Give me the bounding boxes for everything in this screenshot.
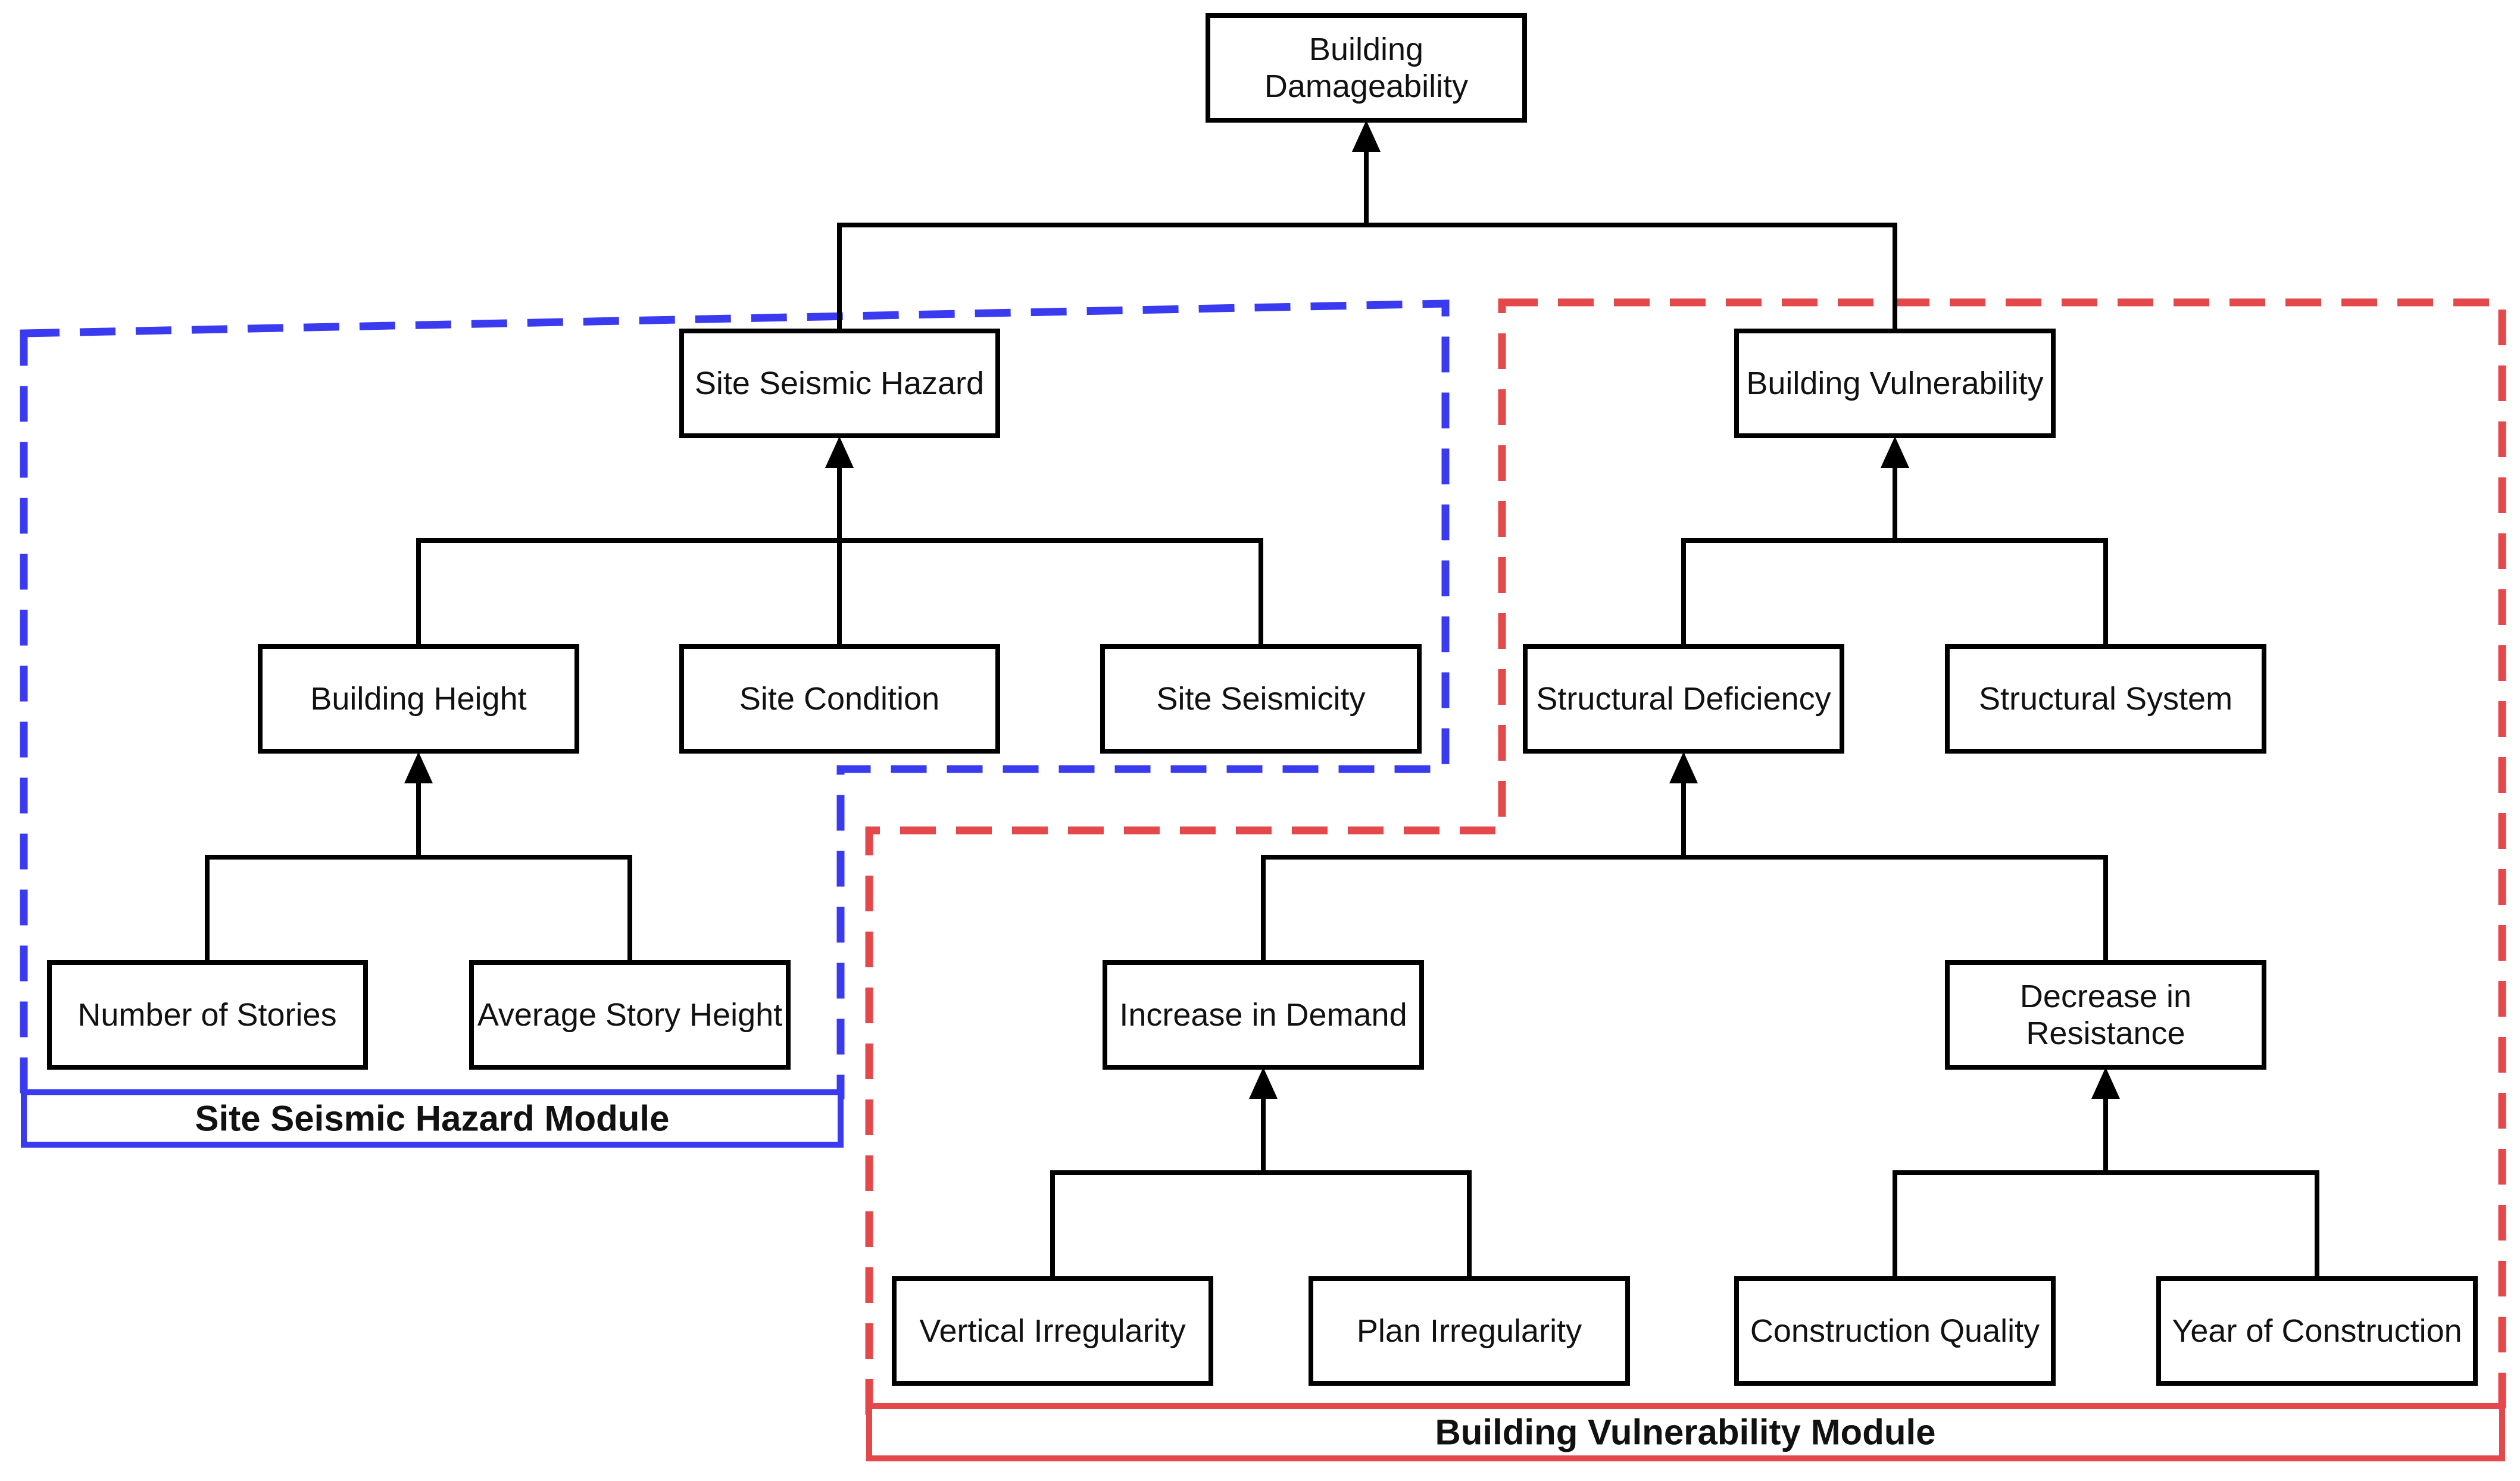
node-building-height-label: Building Height xyxy=(310,681,526,717)
node-site-seismic-hazard-label: Site Seismic Hazard xyxy=(695,365,984,401)
node-site-condition: Site Condition xyxy=(679,644,1000,754)
vulnerability-module-label: Building Vulnerability Module xyxy=(1435,1413,1935,1452)
hazard-module-label-frame xyxy=(21,1089,844,1148)
vulnerability-module-label-box: Building Vulnerability Module xyxy=(866,1403,2505,1461)
node-average-story-height: Average Story Height xyxy=(469,960,791,1070)
vulnerability-module-label-frame xyxy=(866,1403,2505,1461)
node-plan-irregularity: Plan Irregularity xyxy=(1309,1276,1630,1386)
arrow-head-building-vulnerability xyxy=(1881,436,1909,468)
node-number-of-stories-label: Number of Stories xyxy=(77,997,336,1033)
node-average-story-height-label: Average Story Height xyxy=(477,997,782,1033)
connector-to-site-seismic-hazard xyxy=(416,452,1263,646)
node-year-of-construction-label: Year of Construction xyxy=(2172,1313,2462,1349)
node-building-height: Building Height xyxy=(258,644,579,754)
node-site-seismic-hazard: Site Seismic Hazard xyxy=(679,329,1000,438)
hazard-module-dashed-border xyxy=(20,299,1450,1099)
hazard-module-label: Site Seismic Hazard Module xyxy=(195,1099,670,1139)
arrow-head-structural-deficiency xyxy=(1669,752,1698,783)
arrow-head-increase-in-demand xyxy=(1249,1067,1278,1099)
node-vertical-irregularity: Vertical Irregularity xyxy=(892,1276,1213,1386)
connector-to-decrease-in-resistance xyxy=(1893,1083,2319,1279)
arrow-head-building-height xyxy=(404,752,433,783)
arrow-head-decrease-in-resistance xyxy=(2091,1067,2120,1099)
hazard-module-region xyxy=(20,299,1450,1099)
connector-to-increase-in-demand xyxy=(1050,1083,1472,1279)
node-building-vulnerability-label: Building Vulnerability xyxy=(1746,365,2043,401)
node-structural-deficiency: Structural Deficiency xyxy=(1523,644,1844,754)
node-site-seismicity-label: Site Seismicity xyxy=(1156,681,1365,717)
node-year-of-construction: Year of Construction xyxy=(2156,1276,2478,1386)
node-construction-quality-label: Construction Quality xyxy=(1750,1313,2040,1349)
connector-to-building-height xyxy=(205,768,632,963)
connectors xyxy=(205,120,2319,1279)
node-vertical-irregularity-label: Vertical Irregularity xyxy=(919,1313,1185,1349)
hazard-module-label-box: Site Seismic Hazard Module xyxy=(21,1089,844,1148)
connector-to-building-vulnerability xyxy=(1681,452,2108,646)
node-site-seismicity: Site Seismicity xyxy=(1100,644,1422,754)
arrow-head-site-seismic-hazard xyxy=(825,436,854,468)
node-plan-irregularity-label: Plan Irregularity xyxy=(1357,1313,1582,1349)
node-increase-in-demand-label: Increase in Demand xyxy=(1119,997,1407,1033)
node-building-vulnerability: Building Vulnerability xyxy=(1734,329,2056,438)
node-structural-deficiency-label: Structural Deficiency xyxy=(1536,681,1831,717)
arrow-head-building-damageability xyxy=(1352,120,1381,152)
node-construction-quality: Construction Quality xyxy=(1734,1276,2056,1386)
connector-to-structural-deficiency xyxy=(1261,768,2108,963)
node-site-condition-label: Site Condition xyxy=(739,681,939,717)
node-increase-in-demand: Increase in Demand xyxy=(1103,960,1424,1070)
node-structural-system-label: Structural System xyxy=(1979,681,2232,717)
node-structural-system: Structural System xyxy=(1945,644,2266,754)
node-number-of-stories: Number of Stories xyxy=(47,960,368,1070)
